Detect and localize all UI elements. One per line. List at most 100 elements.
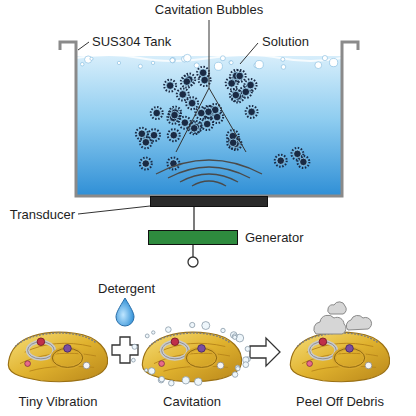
illustration-stroke <box>142 139 150 147</box>
illustration-stroke <box>300 158 308 166</box>
illustration-stroke <box>171 111 179 119</box>
illustration-stroke <box>236 367 240 371</box>
illustration-stroke <box>170 58 175 63</box>
plus-sign <box>112 337 138 363</box>
illustration-stroke <box>220 56 225 61</box>
jewelry-clean <box>290 332 389 382</box>
illustration-stroke <box>183 78 191 86</box>
illustration-stroke <box>221 328 225 332</box>
illustration-stroke <box>190 322 195 327</box>
illustration-stroke <box>131 358 135 362</box>
illustration-stroke <box>227 137 239 149</box>
part-label: Cavitation <box>163 394 221 410</box>
power-cord <box>188 245 198 267</box>
illustration-stroke <box>148 368 155 375</box>
illustration-stroke <box>275 155 287 167</box>
jewelry-vibration <box>8 332 107 382</box>
node-label: Transducer <box>10 207 75 223</box>
illustration-stroke <box>328 302 346 314</box>
illustration-stroke <box>153 109 161 117</box>
illustration-stroke <box>182 377 189 384</box>
illustration-stroke <box>255 60 263 68</box>
illustration-stroke <box>214 62 222 70</box>
detergent-drop <box>116 298 134 326</box>
illustration-stroke <box>329 58 337 66</box>
part-label: Tiny Vibration <box>19 394 98 410</box>
illustration-stroke <box>166 327 172 333</box>
illustration-stroke <box>245 346 250 351</box>
illustration-stroke <box>159 376 164 381</box>
illustration-stroke <box>78 42 89 50</box>
illustration-stroke <box>90 57 93 60</box>
illustration-stroke <box>132 344 137 349</box>
illustration-stroke <box>294 150 302 158</box>
illustration-stroke <box>236 72 244 80</box>
illustration-stroke <box>151 107 163 119</box>
illustration-stroke <box>229 139 237 147</box>
illustration-stroke <box>169 380 175 386</box>
illustration-stroke <box>240 43 258 64</box>
illustration-stroke <box>232 372 237 377</box>
part-label: Cavitation Bubbles <box>155 2 263 18</box>
part-label: Peel Off Debris <box>296 394 384 410</box>
jewelry-cavitation <box>142 332 241 382</box>
illustration-stroke <box>297 156 309 168</box>
result-arrow <box>250 338 280 366</box>
illustration-stroke <box>192 181 226 186</box>
illustration-stroke <box>152 331 155 334</box>
cavitation-bubbles <box>136 67 310 170</box>
illustration-stroke <box>136 128 148 140</box>
illustration-stroke <box>314 315 346 334</box>
illustration-stroke <box>169 107 181 119</box>
illustration-stroke <box>281 65 286 70</box>
illustration-stroke <box>138 64 142 68</box>
illustration-stroke <box>166 82 174 90</box>
illustration-stroke <box>291 148 303 160</box>
cable <box>193 207 194 230</box>
illustration-stroke <box>232 334 237 339</box>
generator-box: Generator <box>148 230 238 245</box>
leader-lines <box>78 20 258 214</box>
illustration-stroke <box>176 20 246 152</box>
illustration-stroke <box>145 369 148 372</box>
illustration-stroke <box>201 76 209 84</box>
illustration-stroke <box>181 76 193 88</box>
illustration-stroke <box>277 157 285 165</box>
illustration-stroke <box>156 160 262 174</box>
illustration-stroke <box>243 362 249 368</box>
illustration-stroke <box>202 322 210 330</box>
illustration-stroke <box>142 160 150 168</box>
illustration-stroke <box>80 62 84 66</box>
illustration-stroke <box>150 131 158 139</box>
illustration-stroke <box>247 81 255 89</box>
illustration-stroke <box>190 124 198 132</box>
illustration-stroke <box>184 54 192 62</box>
node-label: Generator <box>245 230 304 246</box>
illustration-stroke <box>229 61 233 65</box>
illustration-stroke <box>322 55 327 60</box>
illustration-stroke <box>346 315 371 330</box>
illustration-stroke <box>170 131 178 139</box>
illustration-stroke <box>315 62 322 69</box>
illustration-stroke <box>188 257 198 267</box>
illustration-stroke <box>180 174 238 182</box>
illustration-stroke <box>203 120 211 128</box>
illustration-stroke <box>228 80 236 88</box>
part-label: Solution <box>262 34 309 50</box>
illustration-stroke <box>205 108 213 116</box>
illustration-stroke <box>177 88 189 100</box>
illustration-stroke <box>138 130 146 138</box>
illustration-stroke <box>281 57 285 61</box>
illustration-stroke <box>199 69 207 77</box>
illustration-stroke <box>230 89 242 101</box>
illustration-stroke <box>170 57 175 62</box>
illustration-stroke <box>181 119 189 127</box>
part-label: Detergent <box>98 281 155 297</box>
illustration-stroke <box>140 136 152 148</box>
illustration-stroke <box>188 99 196 107</box>
jewelry-bubbles <box>131 322 250 386</box>
illustration-stroke <box>213 113 221 121</box>
illustration-stroke <box>117 61 120 64</box>
illustration-stroke <box>192 245 193 257</box>
